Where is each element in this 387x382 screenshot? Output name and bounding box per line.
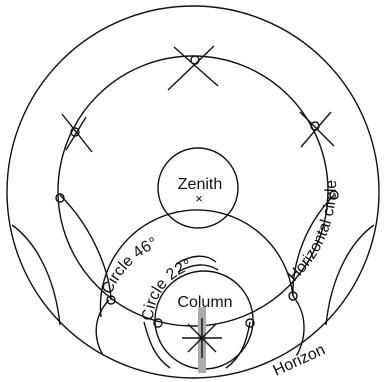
inner-left-arc <box>144 322 170 368</box>
lower-left-arc <box>96 300 109 355</box>
top-crossing <box>168 46 218 90</box>
left-crossing <box>62 114 92 152</box>
right-outer-arc <box>326 225 374 325</box>
sun-star <box>182 318 222 358</box>
horizontal-circle-label: Horizontal circle <box>285 180 340 285</box>
left-outer-arc <box>12 225 60 325</box>
upper-tangent-arc-1 <box>176 256 216 264</box>
lower-right-arc <box>293 296 304 355</box>
zenith-mark: × <box>195 191 203 206</box>
column-label: Column <box>177 294 232 311</box>
circle-22-label: Circle 22° <box>140 257 194 322</box>
right-crossing <box>300 112 334 147</box>
horizon-label: Horizon <box>271 341 328 379</box>
